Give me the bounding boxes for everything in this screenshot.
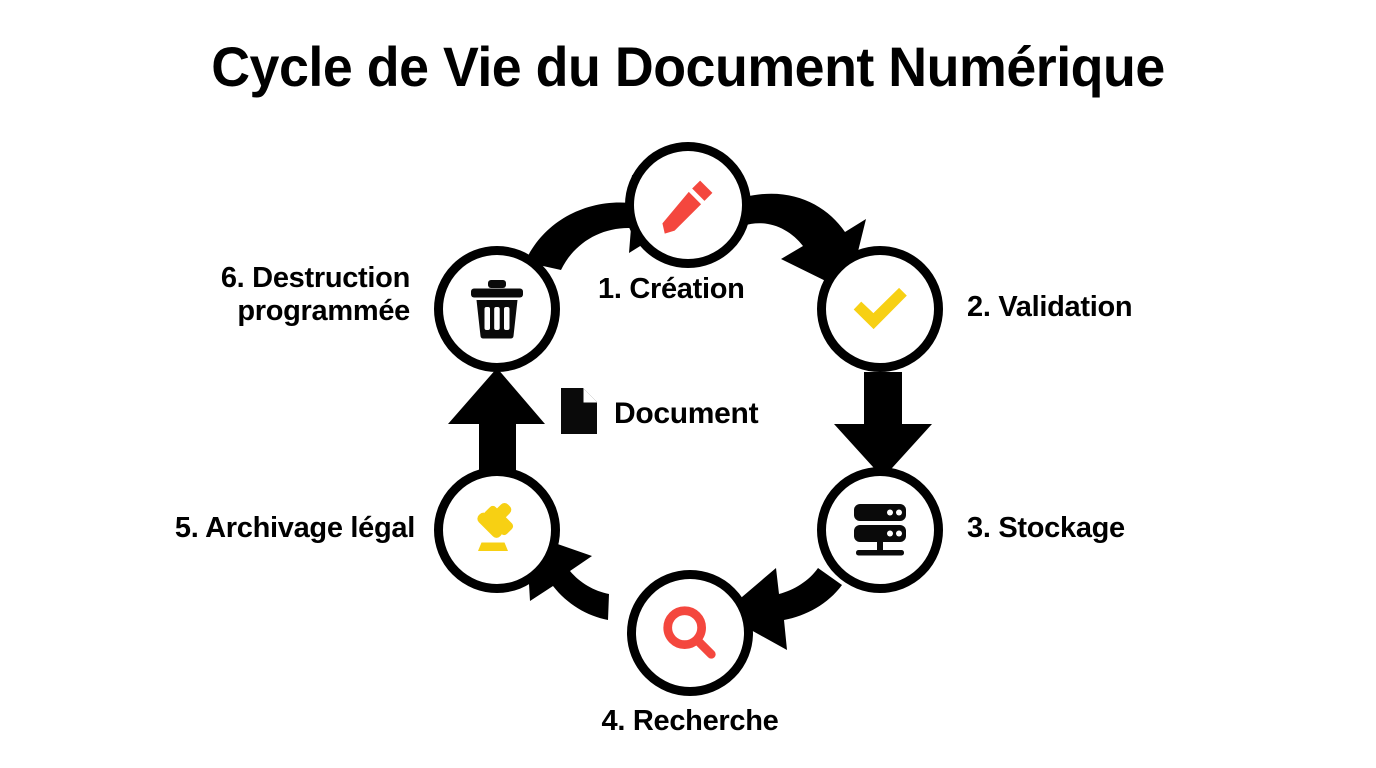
gavel-icon: [465, 499, 529, 561]
cycle-node-recherche[interactable]: [627, 570, 753, 696]
cycle-label-destruction-line1: 6. Destruction: [220, 262, 410, 294]
magnifying-glass-icon: [659, 602, 721, 664]
cycle-label-destruction-line2: programmée: [237, 295, 410, 328]
cycle-label-destruction: 6. Destruction programmée: [110, 262, 410, 328]
document-file-icon: [558, 385, 600, 442]
cycle-label-creation: 1. Création: [598, 273, 745, 305]
cycle-label-stockage: 3. Stockage: [967, 512, 1125, 544]
center-document-group: Document: [558, 385, 759, 442]
cycle-node-archivage[interactable]: [434, 467, 560, 593]
cycle-label-validation: 2. Validation: [967, 291, 1133, 323]
center-document-label: Document: [614, 396, 759, 430]
check-mark-icon: [847, 276, 913, 342]
cycle-node-validation[interactable]: [817, 246, 943, 372]
cycle-node-creation[interactable]: [625, 142, 751, 268]
trash-can-icon: [467, 278, 527, 340]
cycle-label-recherche: 4. Recherche: [601, 705, 779, 737]
arrow-validation-to-stockage: [834, 372, 932, 478]
cycle-node-destruction[interactable]: [434, 246, 560, 372]
cycle-node-stockage[interactable]: [817, 467, 943, 593]
server-storage-icon: [848, 500, 912, 560]
arrow-archivage-to-destruction: [448, 368, 545, 478]
cycle-label-archivage: 5. Archivage légal: [174, 512, 415, 544]
pencil-icon: [657, 174, 719, 236]
page-title: Cycle de Vie du Document Numérique: [211, 35, 1165, 98]
